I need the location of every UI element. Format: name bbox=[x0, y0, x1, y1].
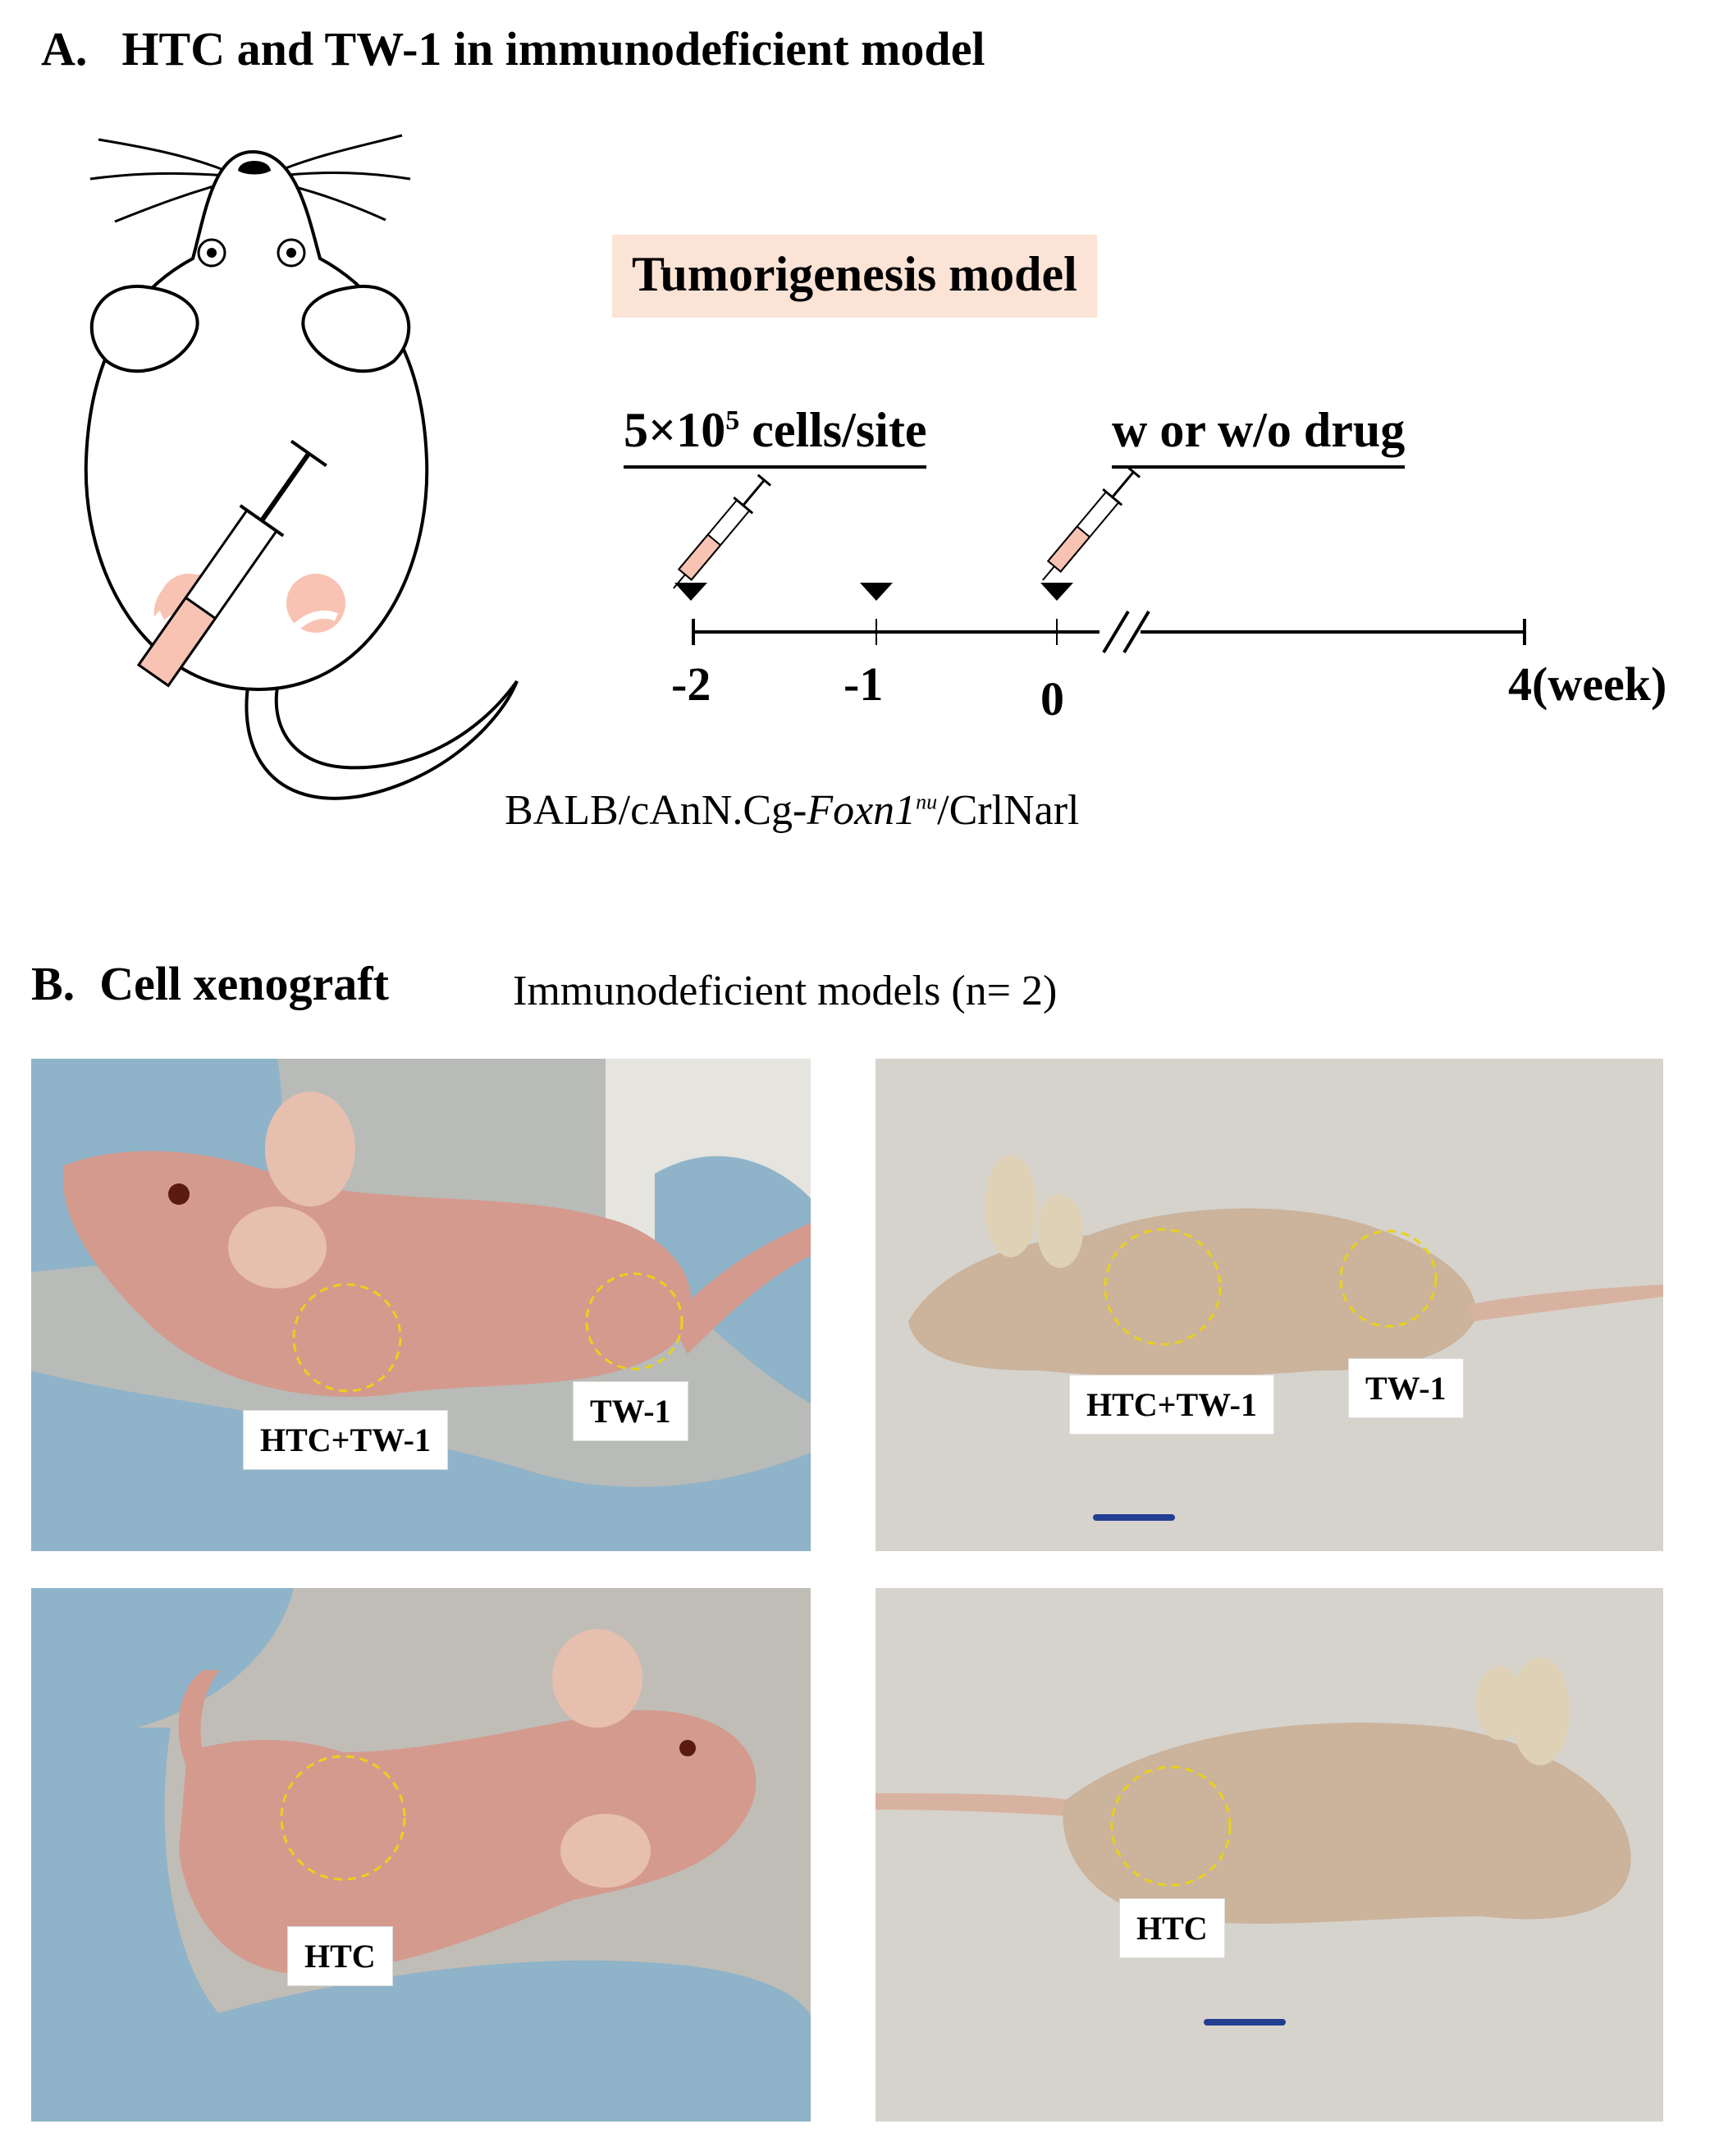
marker-week-0 bbox=[1040, 583, 1073, 601]
photo1-label-htc-tw1: HTC+TW-1 bbox=[243, 1410, 448, 1470]
panel-b-title-text: Cell xenograft bbox=[99, 957, 389, 1010]
photo3-label-htc: HTC bbox=[287, 1926, 393, 1986]
strain-gene: Foxn1 bbox=[807, 787, 917, 834]
mouse-body bbox=[84, 149, 429, 692]
tumor-circle-htc-2 bbox=[1110, 1765, 1232, 1887]
panel-b-title: B. Cell xenograft bbox=[31, 956, 389, 1011]
injection-label-suffix: cells/site bbox=[739, 403, 927, 457]
syringe-large bbox=[136, 439, 327, 688]
strain-prefix: BALB/cAnN.Cg- bbox=[505, 787, 807, 834]
timeline bbox=[673, 468, 1526, 654]
mouse-tail bbox=[245, 655, 519, 800]
syringe-small-1 bbox=[673, 474, 772, 589]
tumor-circle-tw1-2 bbox=[1339, 1229, 1438, 1328]
panel-a-letter: A. bbox=[41, 22, 88, 76]
mouse-strain-label: BALB/cAnN.Cg-Foxn1nu/CrlNarl bbox=[505, 786, 1079, 835]
photo-lying-mouse-dual: HTC+TW-1 TW-1 bbox=[876, 1059, 1663, 1551]
tumor-circle-htc bbox=[280, 1755, 406, 1881]
tick-week-4-value: 4 bbox=[1508, 657, 1532, 711]
tumor-circle-htc-tw1-2 bbox=[1104, 1228, 1222, 1346]
photo-held-mouse-single: HTC bbox=[31, 1588, 811, 2122]
photo-lying-mouse-single: HTC bbox=[876, 1588, 1663, 2122]
photo1-label-tw1: TW-1 bbox=[573, 1381, 688, 1441]
model-label: Tumorigenesis model bbox=[632, 247, 1077, 301]
injection-label: 5×105 cells/site bbox=[624, 402, 927, 469]
panel-b-subtitle: Immunodeficient models (n= 2) bbox=[513, 968, 1058, 1014]
strain-allele: nu bbox=[916, 790, 938, 814]
drug-label-text: w or w/o drug bbox=[1112, 403, 1406, 457]
photo2-label-tw1: TW-1 bbox=[1348, 1358, 1464, 1418]
timeline-unit: (week) bbox=[1532, 657, 1667, 711]
photo-held-mouse-dual: HTC+TW-1 TW-1 bbox=[31, 1059, 811, 1551]
panel-a-title-text: HTC and TW-1 in immunodeficient model bbox=[121, 22, 985, 76]
syringe-small-2 bbox=[1042, 468, 1141, 581]
model-label-box: Tumorigenesis model bbox=[612, 235, 1097, 318]
tumor-circle-htc-tw1 bbox=[292, 1283, 402, 1393]
panel-a-title: A. HTC and TW-1 in immunodeficient model bbox=[41, 21, 985, 76]
mouse-paw-right bbox=[301, 284, 411, 373]
tumor-circle-tw1 bbox=[585, 1272, 683, 1371]
injection-label-exp: 5 bbox=[725, 405, 740, 436]
mouse-nose bbox=[238, 161, 271, 175]
tick-week-minus1: -1 bbox=[843, 657, 884, 711]
drug-label: w or w/o drug bbox=[1112, 402, 1406, 469]
panel-b-letter: B. bbox=[31, 957, 75, 1010]
tick-week-4: 4(week) bbox=[1508, 657, 1666, 712]
tick-week-0: 0 bbox=[1040, 672, 1064, 726]
injection-label-base: 5×10 bbox=[624, 403, 726, 457]
marker-week-minus1 bbox=[860, 583, 893, 601]
photo4-label-htc: HTC bbox=[1119, 1898, 1225, 1958]
tick-week-minus2: -2 bbox=[671, 657, 711, 711]
marker-week-minus2 bbox=[674, 583, 707, 601]
mouse-illustration bbox=[84, 134, 519, 800]
strain-suffix: /CrlNarl bbox=[937, 787, 1080, 834]
photo2-label-htc-tw1: HTC+TW-1 bbox=[1069, 1375, 1274, 1435]
mouse-paw-left bbox=[89, 284, 199, 373]
